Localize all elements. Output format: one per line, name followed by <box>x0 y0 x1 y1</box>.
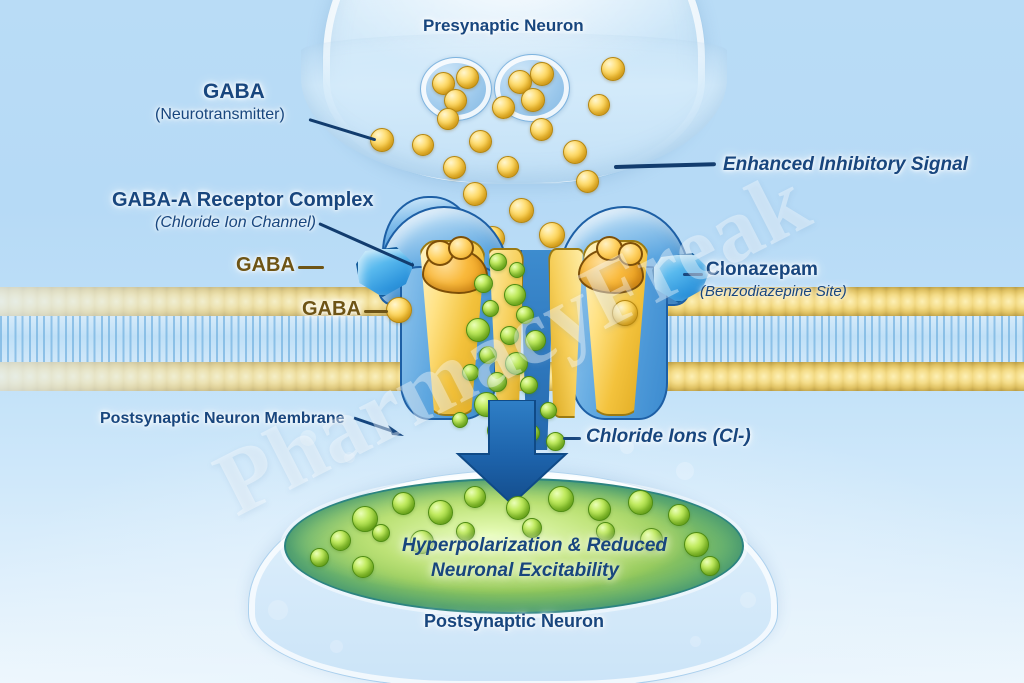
chloride-ion <box>548 486 574 512</box>
chloride-ion <box>392 492 415 515</box>
chloride-ion <box>522 518 542 538</box>
chloride-ion <box>540 402 557 419</box>
gaba-molecule <box>539 222 565 248</box>
chloride-influx-arrow <box>455 400 569 504</box>
chloride-ion <box>500 326 519 345</box>
bokeh-dot <box>344 452 355 463</box>
gaba-site-upper-label: GABA <box>236 254 295 276</box>
chloride-ion <box>525 330 546 351</box>
bokeh-dot <box>690 636 701 647</box>
postsynaptic-neuron-label: Postsynaptic Neuron <box>424 611 605 631</box>
binding-bump <box>618 242 643 266</box>
chloride-ion <box>505 352 528 375</box>
chloride-ion <box>410 530 434 554</box>
gaba-molecule <box>412 134 434 156</box>
hyperpolarization-line1: Hyperpolarization & Reduced <box>402 535 667 556</box>
chloride-ion <box>310 548 329 567</box>
gaba-molecule <box>469 130 492 153</box>
gaba-site-lower-label: GABA <box>302 298 361 320</box>
clonazepam-subtitle-label: (Benzodiazepine Site) <box>700 283 847 300</box>
postsynaptic-membrane-label: Postsynaptic Neuron Membrane <box>100 410 345 427</box>
chloride-ion <box>504 284 526 306</box>
membrane-pointer-arrow-icon <box>353 416 404 436</box>
chloride-ion <box>700 556 720 576</box>
receptor-subtitle-label: (Chloride Ion Channel) <box>155 214 316 231</box>
gaba-molecule <box>437 108 459 130</box>
chloride-ion <box>464 486 486 508</box>
bokeh-dot <box>268 600 288 620</box>
chloride-ion <box>466 318 490 342</box>
gaba-molecule <box>492 96 515 119</box>
chloride-ion <box>509 262 525 278</box>
chloride-ion <box>506 496 530 520</box>
chloride-ion <box>372 524 390 542</box>
chloride-ion <box>462 364 479 381</box>
gaba-molecule <box>509 198 534 223</box>
chloride-ion <box>352 556 374 578</box>
gaba-title-label: GABA <box>203 80 265 103</box>
gaba-molecule <box>563 140 587 164</box>
enhanced-inhibitory-signal-label: Enhanced Inhibitory Signal <box>723 154 968 175</box>
gaba-molecule <box>456 66 479 89</box>
clonazepam-title-label: Clonazepam <box>706 259 818 280</box>
chloride-dash <box>563 437 581 440</box>
gaba-subtitle-label: (Neurotransmitter) <box>155 106 285 123</box>
bokeh-dot <box>330 640 343 653</box>
chloride-ion <box>668 504 690 526</box>
clonazepam-dash <box>683 273 703 276</box>
chloride-ion <box>489 253 507 271</box>
gaba-site-upper-dash <box>298 266 324 269</box>
chloride-ion <box>520 376 538 394</box>
gaba-molecule-bound <box>386 297 412 323</box>
chloride-ion <box>487 372 507 392</box>
gaba-molecule <box>521 88 545 112</box>
chloride-ion <box>456 522 475 541</box>
gaba-molecule <box>497 156 519 178</box>
chloride-ion <box>352 506 378 532</box>
chloride-ion <box>479 346 497 364</box>
bokeh-dot <box>300 430 316 446</box>
chloride-ion <box>588 498 611 521</box>
chloride-ion <box>516 306 534 324</box>
gaba-molecule <box>601 57 625 81</box>
chloride-ion <box>546 432 565 451</box>
chloride-ion <box>640 528 663 551</box>
chloride-ion <box>474 274 493 293</box>
binding-bump <box>448 236 474 260</box>
gaba-site-lower-dash <box>364 310 388 313</box>
gaba-molecule <box>463 182 487 206</box>
gaba-molecule <box>530 62 554 86</box>
gaba-molecule <box>443 156 466 179</box>
chloride-ion <box>628 490 653 515</box>
gaba-molecule <box>432 72 455 95</box>
presynaptic-neuron-label: Presynaptic Neuron <box>423 16 584 35</box>
gaba-molecule <box>576 170 599 193</box>
bokeh-dot <box>620 440 634 454</box>
chloride-ion <box>330 530 351 551</box>
chloride-ion <box>684 532 709 557</box>
bokeh-dot <box>740 592 756 608</box>
chloride-ion <box>596 522 615 541</box>
chloride-ion <box>452 412 468 428</box>
chloride-ions-label: Chloride Ions (Cl-) <box>586 426 751 447</box>
gaba-molecule <box>530 118 553 141</box>
chloride-ion <box>482 300 499 317</box>
gaba-molecule-bound <box>612 300 638 326</box>
receptor-title-label: GABA-A Receptor Complex <box>112 189 374 211</box>
hyperpolarization-line2: Neuronal Excitability <box>431 560 619 581</box>
gaba-a-receptor-complex <box>378 196 690 450</box>
chloride-ion <box>428 500 453 525</box>
bokeh-dot <box>676 462 694 480</box>
gaba-molecule <box>588 94 610 116</box>
